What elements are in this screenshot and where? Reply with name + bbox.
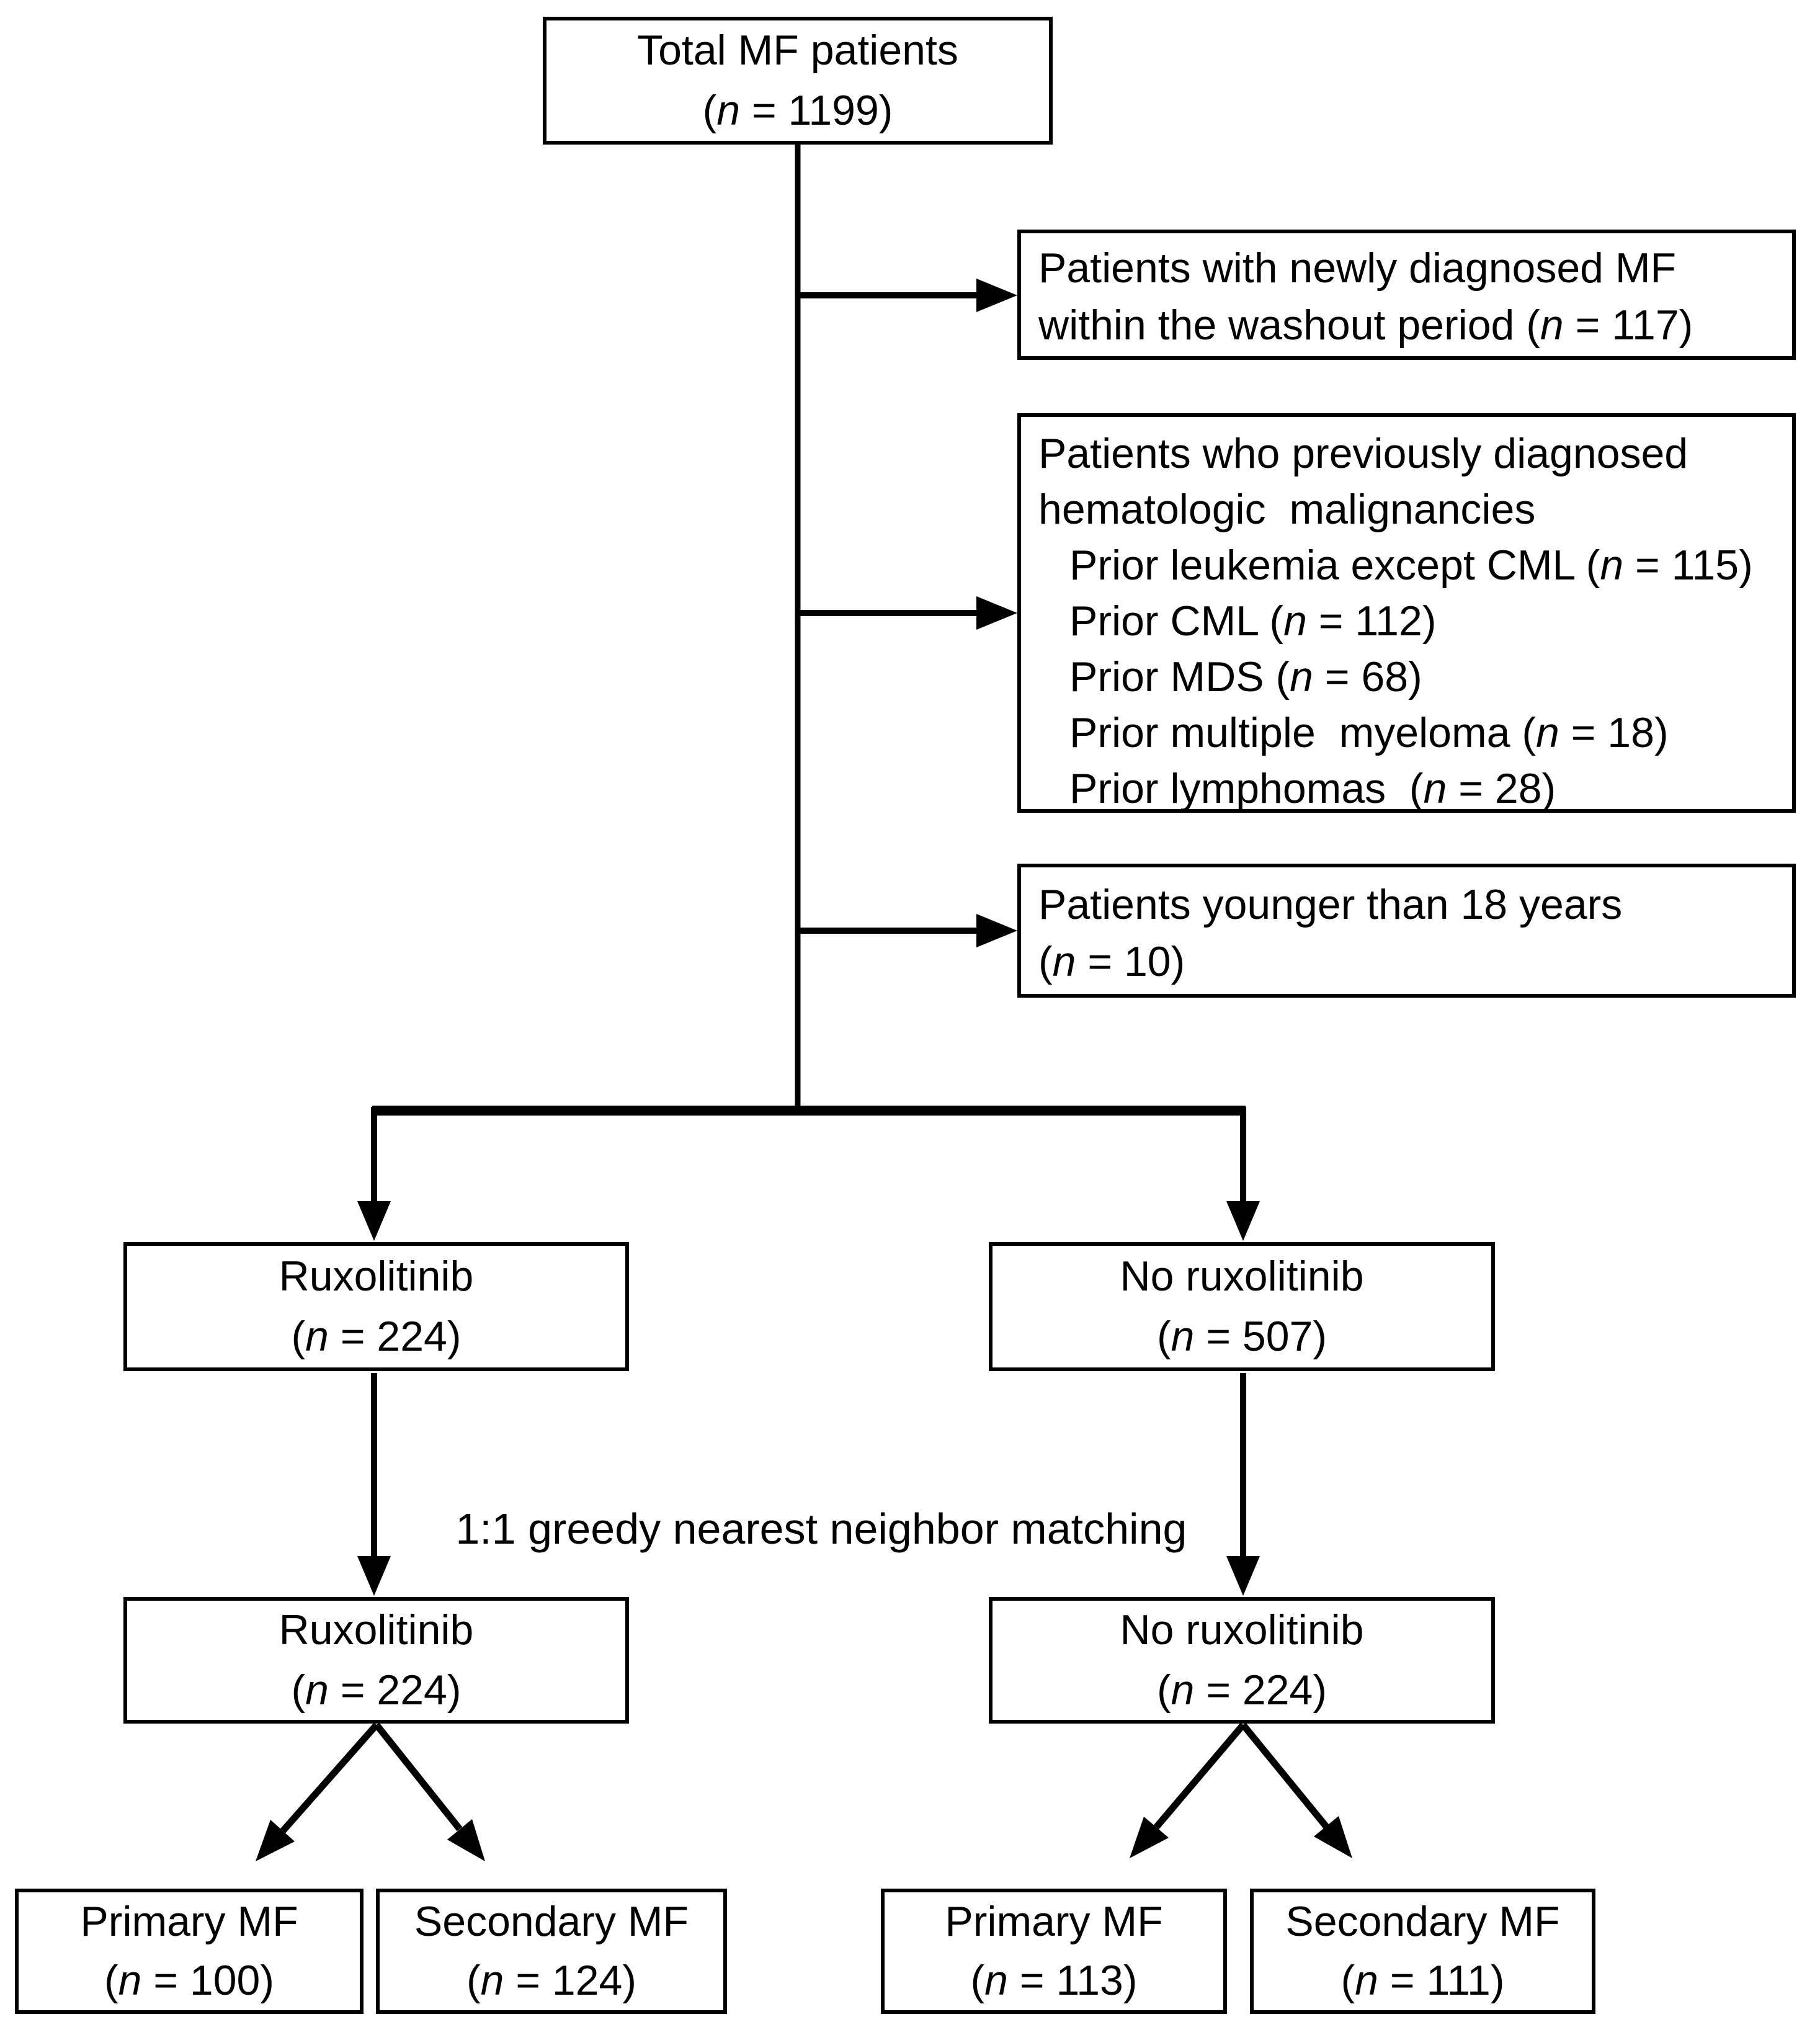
exclusion-text: Patients with newly diagnosed MF: [1038, 244, 1677, 292]
arrow-to-washout-head: [976, 279, 1017, 312]
box-title: Total MF patients: [637, 27, 958, 74]
box-count: (n = 224): [291, 1313, 462, 1360]
exclusion-text: hematologic malignancies: [1038, 486, 1536, 533]
box-count: (n = 224): [291, 1666, 462, 1714]
box-total-mf-patients: Total MF patients (n = 1199): [543, 17, 1053, 145]
box-ruxolitinib-matched: Ruxolitinib (n = 224): [123, 1597, 629, 1724]
box-count: (n = 1199): [702, 87, 893, 134]
arrow-to-ruxolitinib-head: [357, 1201, 391, 1241]
exclusion-text: Patients younger than 18 years: [1038, 881, 1623, 928]
box-title: Secondary MF: [414, 1898, 689, 1945]
box-count: (n = 100): [104, 1957, 275, 2004]
box-title: Primary MF: [80, 1898, 298, 1945]
arrow-norux-to-primary-line: [1153, 1722, 1246, 1830]
arrow-to-prior-malignancies-head: [976, 596, 1017, 630]
arrow-rux-to-secondary-line: [373, 1722, 463, 1832]
box-title: Ruxolitinib: [279, 1606, 474, 1653]
exclusion-item: Prior MDS (n = 68): [1069, 653, 1422, 700]
exclusion-text: Patients who previously diagnosed: [1038, 430, 1688, 477]
box-count: (n = 507): [1156, 1313, 1327, 1360]
box-title: Ruxolitinib: [279, 1253, 474, 1300]
box-norux-secondary-mf: Secondary MF (n = 111): [1250, 1889, 1595, 2014]
arrow-matching-left-head: [357, 1556, 391, 1596]
matching-method-label: 1:1 greedy nearest neighbor matching: [455, 1505, 1187, 1553]
box-ruxolitinib-unmatched: Ruxolitinib (n = 224): [123, 1242, 629, 1371]
box-title: No ruxolitinib: [1120, 1606, 1364, 1653]
exclusion-item: Prior leukemia except CML (n = 115): [1069, 542, 1753, 589]
arrow-norux-to-secondary-line: [1240, 1722, 1329, 1829]
arrow-rux-to-primary-line: [280, 1722, 380, 1833]
box-excluded-prior-malignancies: Patients who previously diagnosed hemato…: [1017, 413, 1796, 813]
box-count: (n = 124): [466, 1957, 637, 2004]
exclusion-count: (n = 10): [1038, 938, 1185, 985]
arrow-rux-to-secondary-head: [447, 1819, 485, 1861]
exclusion-count: within the washout period (n = 117): [1038, 302, 1693, 349]
arrow-norux-to-secondary-head: [1314, 1816, 1352, 1858]
arrow-rux-to-primary-head: [256, 1820, 295, 1861]
box-excluded-younger-18: Patients younger than 18 years (n = 10): [1017, 864, 1796, 998]
box-title: Primary MF: [945, 1898, 1163, 1945]
exclusion-item: Prior CML (n = 112): [1069, 597, 1437, 645]
box-rux-secondary-mf: Secondary MF (n = 124): [376, 1889, 727, 2014]
arrow-to-no-ruxolitinib-head: [1226, 1201, 1260, 1241]
arrow-norux-to-primary-head: [1130, 1817, 1169, 1858]
arrow-to-younger-18-head: [976, 914, 1017, 947]
box-rux-primary-mf: Primary MF (n = 100): [15, 1889, 364, 2014]
box-title: Secondary MF: [1285, 1898, 1560, 1945]
box-no-ruxolitinib-matched: No ruxolitinib (n = 224): [989, 1597, 1495, 1724]
box-norux-primary-mf: Primary MF (n = 113): [881, 1889, 1227, 2014]
box-no-ruxolitinib-unmatched: No ruxolitinib (n = 507): [989, 1242, 1495, 1371]
box-count: (n = 113): [970, 1957, 1138, 2004]
box-title: No ruxolitinib: [1120, 1253, 1364, 1300]
box-count: (n = 224): [1156, 1666, 1327, 1714]
box-count: (n = 111): [1340, 1957, 1505, 2004]
arrow-matching-right-head: [1226, 1556, 1260, 1596]
exclusion-item: Prior lymphomas (n = 28): [1069, 765, 1556, 812]
exclusion-item: Prior multiple myeloma (n = 18): [1069, 709, 1669, 756]
box-excluded-washout: Patients with newly diagnosed MF within …: [1017, 230, 1796, 360]
